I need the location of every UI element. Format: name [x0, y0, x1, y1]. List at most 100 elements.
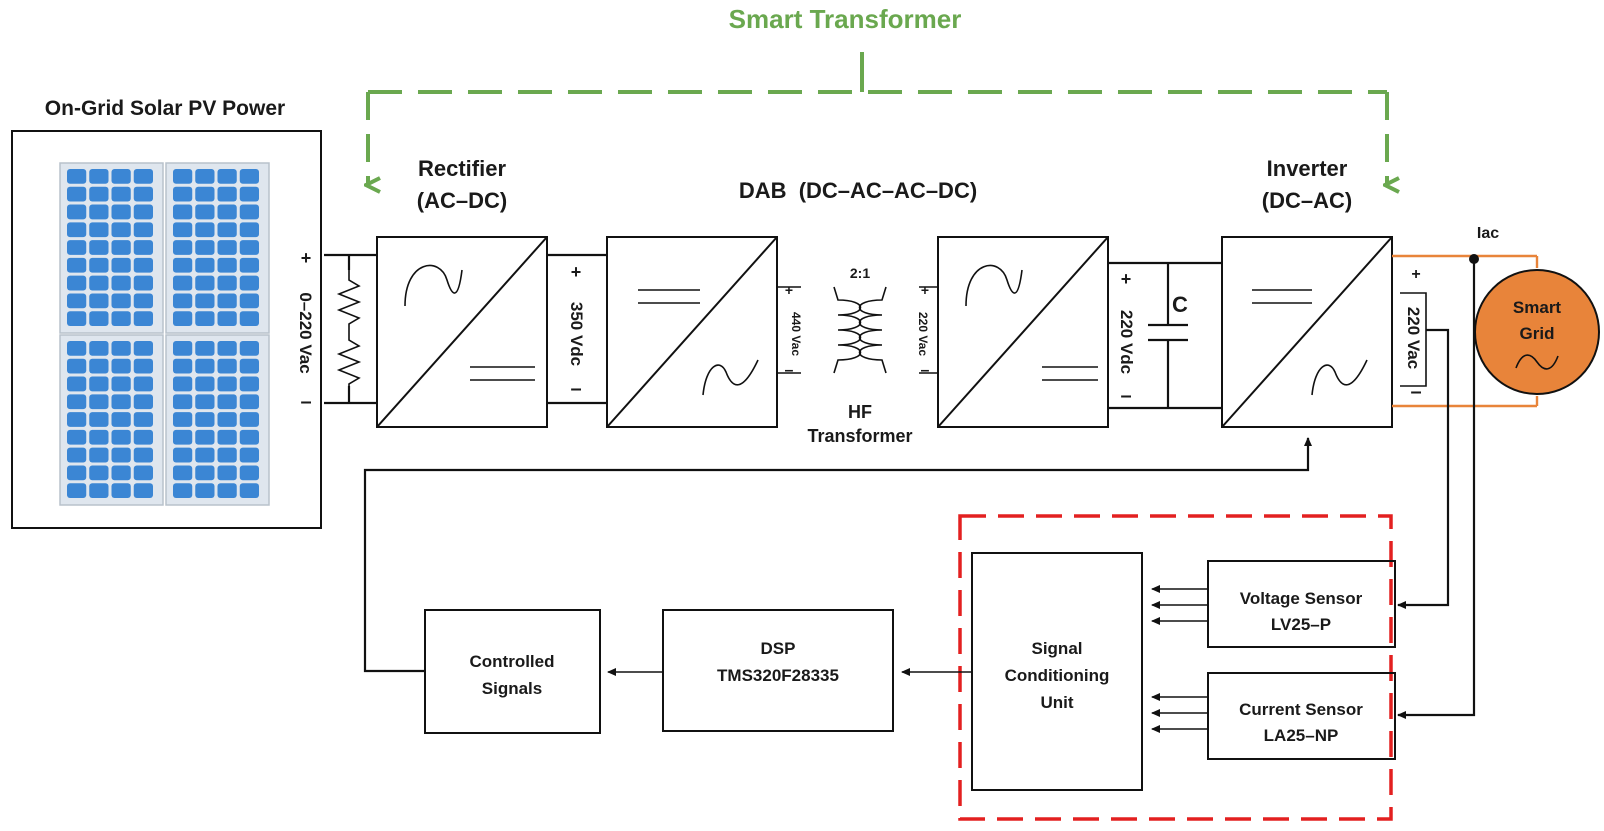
solar-cell [67, 429, 87, 445]
solar-cell [89, 293, 109, 309]
controlled-line2: Signals [482, 679, 542, 698]
solar-cell [217, 275, 237, 291]
solar-cell [173, 169, 193, 184]
solar-cell [217, 412, 237, 427]
dc-220-plus: + [1121, 269, 1132, 289]
secondary-voltage: 220 Vac [916, 312, 930, 356]
solar-cell [173, 222, 193, 238]
solar-cell [195, 394, 215, 410]
current-sensor-box [1207, 672, 1396, 760]
solar-cell [111, 204, 131, 220]
solar-cell [133, 169, 153, 184]
smart-transformer-bracket [368, 52, 1387, 185]
signal-unit-line1: Signal [1031, 639, 1082, 658]
dab-label: DAB (DC–AC–AC–DC) [739, 178, 977, 203]
solar-cell [217, 429, 237, 445]
solar-cell [133, 412, 153, 427]
solar-panel-array [59, 162, 270, 506]
solar-cell [133, 293, 153, 309]
primary-plus: + [785, 282, 793, 298]
grid-label-line2: Grid [1520, 324, 1555, 343]
solar-cell [67, 257, 87, 273]
solar-cell [239, 186, 259, 202]
solar-cell [133, 222, 153, 238]
hf-label-line2: Transformer [807, 426, 912, 446]
ac-voltage: 220 Vac [1404, 307, 1423, 369]
solar-cell [217, 376, 237, 392]
solar-cell [195, 376, 215, 392]
solar-cell [67, 204, 87, 220]
solar-cell [239, 447, 259, 463]
primary-minus: – [785, 362, 794, 379]
solar-cell [111, 293, 131, 309]
solar-cell [89, 240, 109, 255]
ac-wave-icon [1515, 354, 1559, 370]
signal-unit-line2: Conditioning [1005, 666, 1110, 685]
controlled-line1: Controlled [470, 652, 555, 671]
solar-cell [111, 186, 131, 202]
solar-cell [239, 240, 259, 255]
current-sensor-model: LA25–NP [1264, 726, 1339, 745]
resistor-icon [336, 270, 362, 386]
solar-cell [133, 240, 153, 255]
solar-cell [133, 204, 153, 220]
hf-transformer-icon [777, 286, 938, 374]
pv-box [11, 130, 322, 529]
dab-dc-ac-block [606, 236, 778, 428]
solar-cell [67, 169, 87, 184]
solar-cell [239, 429, 259, 445]
solar-cell [217, 394, 237, 410]
solar-cell [173, 204, 193, 220]
capacitor-icon [1148, 323, 1188, 342]
solar-cell [133, 394, 153, 410]
input-wiring [324, 253, 377, 405]
solar-cell [111, 311, 131, 326]
solar-cell [133, 275, 153, 291]
solar-cell [89, 358, 109, 374]
solar-cell [89, 394, 109, 410]
solar-cell [89, 447, 109, 463]
solar-cell [111, 376, 131, 392]
transformer-ratio: 2:1 [850, 265, 870, 281]
solar-cell [89, 275, 109, 291]
control-wiring [363, 437, 1312, 673]
dc-220-minus: – [1120, 385, 1131, 407]
solar-cell [195, 240, 215, 255]
inverter-title: Inverter [1267, 156, 1348, 181]
solar-cell [195, 465, 215, 481]
pv-minus: – [300, 391, 311, 413]
solar-cell [217, 341, 237, 356]
solar-cell [195, 483, 215, 498]
solar-cell [217, 293, 237, 309]
solar-cell [89, 483, 109, 498]
diagram-title: Smart Transformer [729, 4, 962, 34]
primary-voltage: 440 Vac [789, 312, 803, 356]
solar-cell [111, 222, 131, 238]
solar-cell [67, 358, 87, 374]
solar-cell [239, 465, 259, 481]
solar-cell [195, 447, 215, 463]
solar-cell [67, 275, 87, 291]
solar-cell [133, 358, 153, 374]
solar-cell [217, 483, 237, 498]
inverter-block [1221, 236, 1393, 428]
solar-cell [89, 376, 109, 392]
sensor-output-arrows [1151, 585, 1208, 733]
solar-cell [89, 169, 109, 184]
solar-cell [239, 376, 259, 392]
controlled-signals-box [424, 609, 601, 734]
solar-cell [195, 293, 215, 309]
secondary-minus: – [921, 362, 930, 379]
dab-ac-dc-block [937, 236, 1109, 428]
solar-cell [173, 257, 193, 273]
solar-cell [89, 186, 109, 202]
solar-cell [239, 257, 259, 273]
solar-cell [239, 222, 259, 238]
solar-cell [67, 341, 87, 356]
dc-link-350-wiring [547, 253, 607, 405]
solar-cell [111, 275, 131, 291]
solar-cell [195, 341, 215, 356]
dc-link-220-wiring [1108, 261, 1222, 410]
solar-cell [111, 358, 131, 374]
solar-cell [173, 275, 193, 291]
